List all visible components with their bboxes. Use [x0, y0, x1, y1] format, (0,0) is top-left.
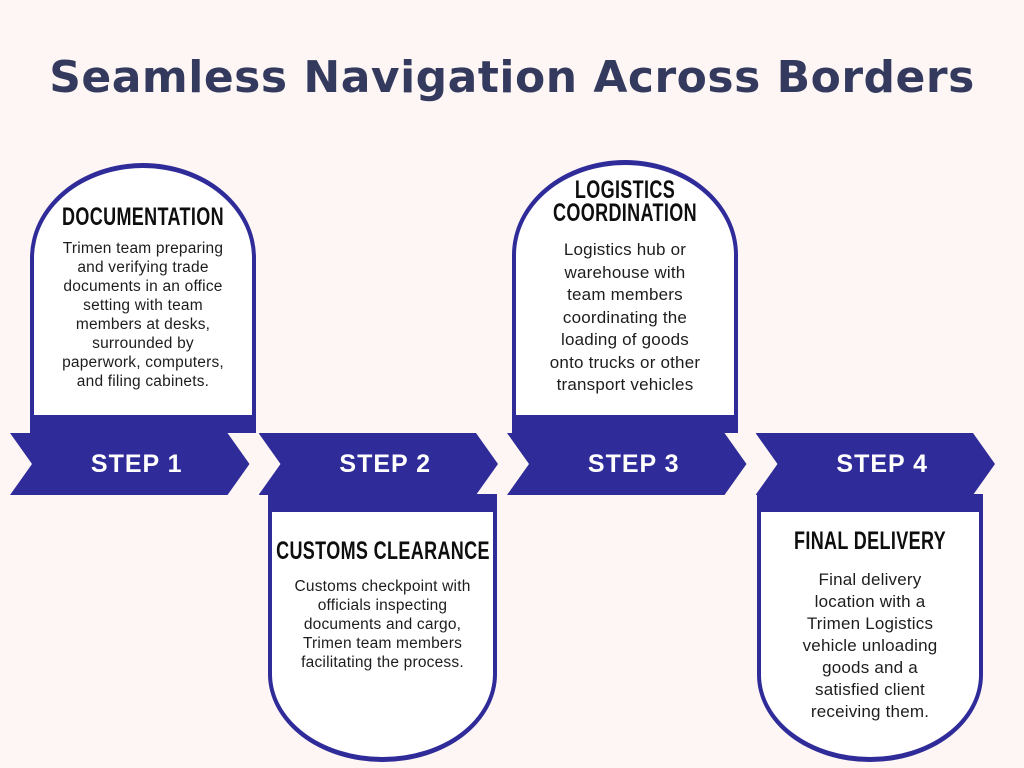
- step-3-banner-label: STEP 3: [587, 449, 680, 478]
- step-4-banner-label: STEP 4: [836, 449, 929, 478]
- step-2-card-heading: CUSTOMS CLEARANCE: [275, 537, 490, 565]
- step-3-card-description: Logistics hub or warehouse with team mem…: [549, 240, 701, 394]
- step-3-card: LOGISTICS COORDINATION Logistics hub or …: [512, 160, 738, 433]
- step-2-card: CUSTOMS CLEARANCE Customs checkpoint wit…: [268, 494, 497, 762]
- step-2-banner-label: STEP 2: [339, 449, 432, 478]
- page-title: Seamless Navigation Across Borders: [49, 52, 975, 103]
- step-4-banner: STEP 4: [756, 433, 996, 495]
- step-4-card-heading: FINAL DELIVERY: [793, 527, 947, 555]
- step-1-card-description: Trimen team preparing and verifying trad…: [62, 240, 224, 390]
- step-1-card: DOCUMENTATION Trimen team preparing and …: [30, 163, 256, 433]
- step-3-card-heading: LOGISTICS COORDINATION: [553, 176, 697, 227]
- step-1-card-heading: DOCUMENTATION: [61, 203, 224, 231]
- step-2-card-description: Customs checkpoint with officials inspec…: [294, 578, 471, 671]
- step-4-card: FINAL DELIVERY Final delivery location w…: [757, 494, 983, 762]
- step-3-banner: STEP 3: [507, 433, 747, 495]
- step-2-banner: STEP 2: [259, 433, 499, 495]
- step-banner-row: STEP 1 STEP 2 STEP 3 STEP 4: [10, 433, 995, 495]
- step-4-card-description: Final delivery location with a Trimen Lo…: [802, 570, 938, 721]
- step-1-banner: STEP 1: [10, 433, 250, 495]
- step-1-banner-label: STEP 1: [90, 449, 183, 478]
